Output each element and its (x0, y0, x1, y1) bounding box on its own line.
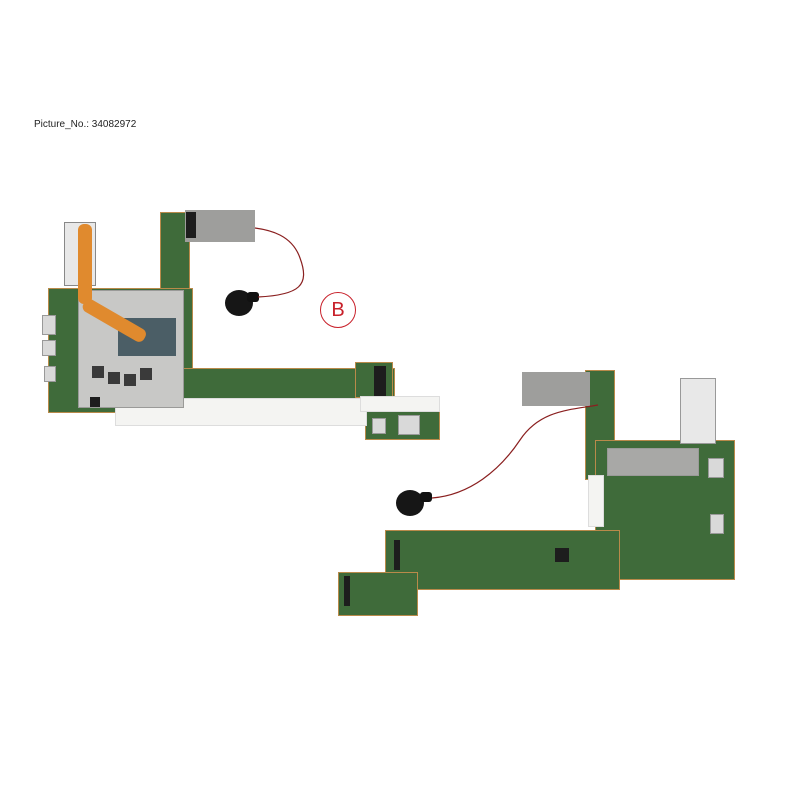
soc-chip (555, 548, 569, 562)
chip-small (90, 397, 100, 407)
inductor-2 (108, 372, 120, 384)
ssd-shield (607, 448, 699, 476)
cmos-battery-back (396, 490, 424, 516)
connector-back-left (344, 576, 350, 606)
inductor-4 (140, 368, 152, 380)
inductor-3 (124, 374, 136, 386)
battery-connector-front (247, 292, 259, 302)
connector-top (186, 212, 196, 238)
callout-b-badge: B (320, 292, 356, 328)
sd-card-slot (398, 415, 420, 435)
battery-connector-back (420, 492, 432, 502)
flex-cable-back (522, 372, 590, 406)
label-sticker (588, 475, 604, 527)
picture-number-caption: Picture_No.: 34082972 (34, 119, 137, 130)
ribbon-connector-back (680, 378, 716, 444)
connector-back-mid (394, 540, 400, 570)
heat-pipe-vertical (78, 224, 92, 304)
usb-port-2 (42, 340, 56, 356)
usb-port-3 (44, 366, 56, 382)
pcb-back-horizontal (385, 530, 620, 590)
tape-right (360, 396, 440, 412)
audio-jack (372, 418, 386, 434)
inductor-1 (92, 366, 104, 378)
usb-port-back-1 (708, 458, 724, 478)
pcb-back-left (338, 572, 418, 616)
callout-letter: B (331, 298, 345, 321)
usb-port-1 (42, 315, 56, 335)
flex-cable-top (185, 210, 255, 242)
m2-connector (374, 366, 386, 396)
usb-port-back-2 (710, 514, 724, 534)
